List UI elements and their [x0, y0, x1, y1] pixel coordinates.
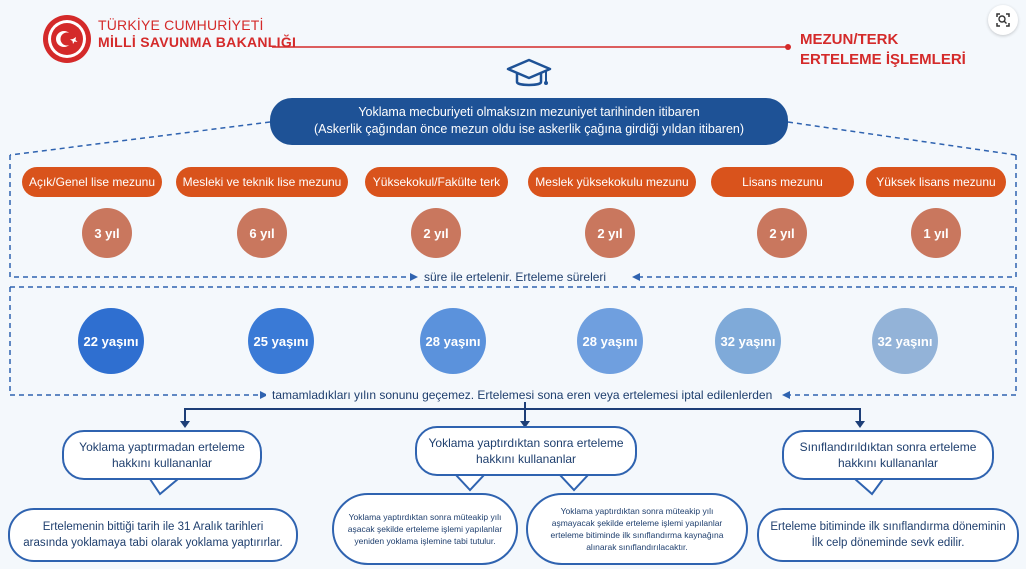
- group-question-middle: Yoklama yaptırdıktan sonra erteleme hakk…: [415, 426, 637, 476]
- deferral-limit-text: tamamladıkları yılın sonunu geçemez. Ert…: [266, 388, 779, 402]
- group-result-right: Erteleme bitiminde ilk sınıflandırma dön…: [757, 508, 1019, 562]
- years-circle: 3 yıl: [82, 208, 132, 258]
- age-circle: 25 yaşını: [248, 308, 314, 374]
- ministry-name-line1: TÜRKİYE CUMHURİYETİ: [98, 17, 264, 33]
- group-result-middle-b: Yoklama yaptırdıktan sonra müteakip yılı…: [526, 493, 748, 565]
- info-box: Yoklama mecburiyeti olmaksızın mezuniyet…: [270, 98, 788, 145]
- education-pill: Lisans mezunu: [711, 167, 854, 197]
- education-pill: Yüksekokul/Fakülte terk: [365, 167, 508, 197]
- years-circle: 6 yıl: [237, 208, 287, 258]
- age-circle: 32 yaşını: [715, 308, 781, 374]
- education-pill: Yüksek lisans mezunu: [866, 167, 1006, 197]
- age-circle: 32 yaşını: [872, 308, 938, 374]
- info-line2: (Askerlik çağından önce mezun oldu ise a…: [313, 122, 745, 136]
- page-title-line2: ERTELEME İŞLEMLERİ: [800, 51, 966, 68]
- ministry-seal-icon: [42, 14, 92, 64]
- page-title-line1: MEZUN/TERK: [800, 31, 899, 48]
- years-circle: 2 yıl: [757, 208, 807, 258]
- graduation-cap-icon: [506, 56, 552, 92]
- years-circle: 2 yıl: [585, 208, 635, 258]
- years-circle: 2 yıl: [411, 208, 461, 258]
- age-circle: 22 yaşını: [78, 308, 144, 374]
- share-icon: [996, 13, 1010, 27]
- ministry-name-line2: MİLLİ SAVUNMA BAKANLIĞI: [98, 34, 297, 50]
- group-result-middle-a: Yoklama yaptırdıktan sonra müteakip yılı…: [332, 493, 518, 565]
- education-pill: Mesleki ve teknik lise mezunu: [176, 167, 348, 197]
- education-pill: Meslek yüksekokulu mezunu: [528, 167, 696, 197]
- group-result-left: Ertelemenin bittiği tarih ile 31 Aralık …: [8, 508, 298, 562]
- page-title: MEZUN/TERK ERTELEME İŞLEMLERİ: [800, 30, 966, 70]
- group-question-right: Sınıflandırıldıktan sonra erteleme hakkı…: [782, 430, 994, 480]
- education-pill: Açık/Genel lise mezunu: [22, 167, 162, 197]
- deferral-duration-text: süre ile ertelenir. Erteleme süreleri: [418, 270, 613, 284]
- group-question-left: Yoklama yaptırmadan erteleme hakkını kul…: [62, 430, 262, 480]
- share-button[interactable]: [988, 5, 1018, 35]
- age-circle: 28 yaşını: [577, 308, 643, 374]
- years-circle: 1 yıl: [911, 208, 961, 258]
- age-circle: 28 yaşını: [420, 308, 486, 374]
- info-line1: Yoklama mecburiyeti olmaksızın mezuniyet…: [358, 105, 700, 119]
